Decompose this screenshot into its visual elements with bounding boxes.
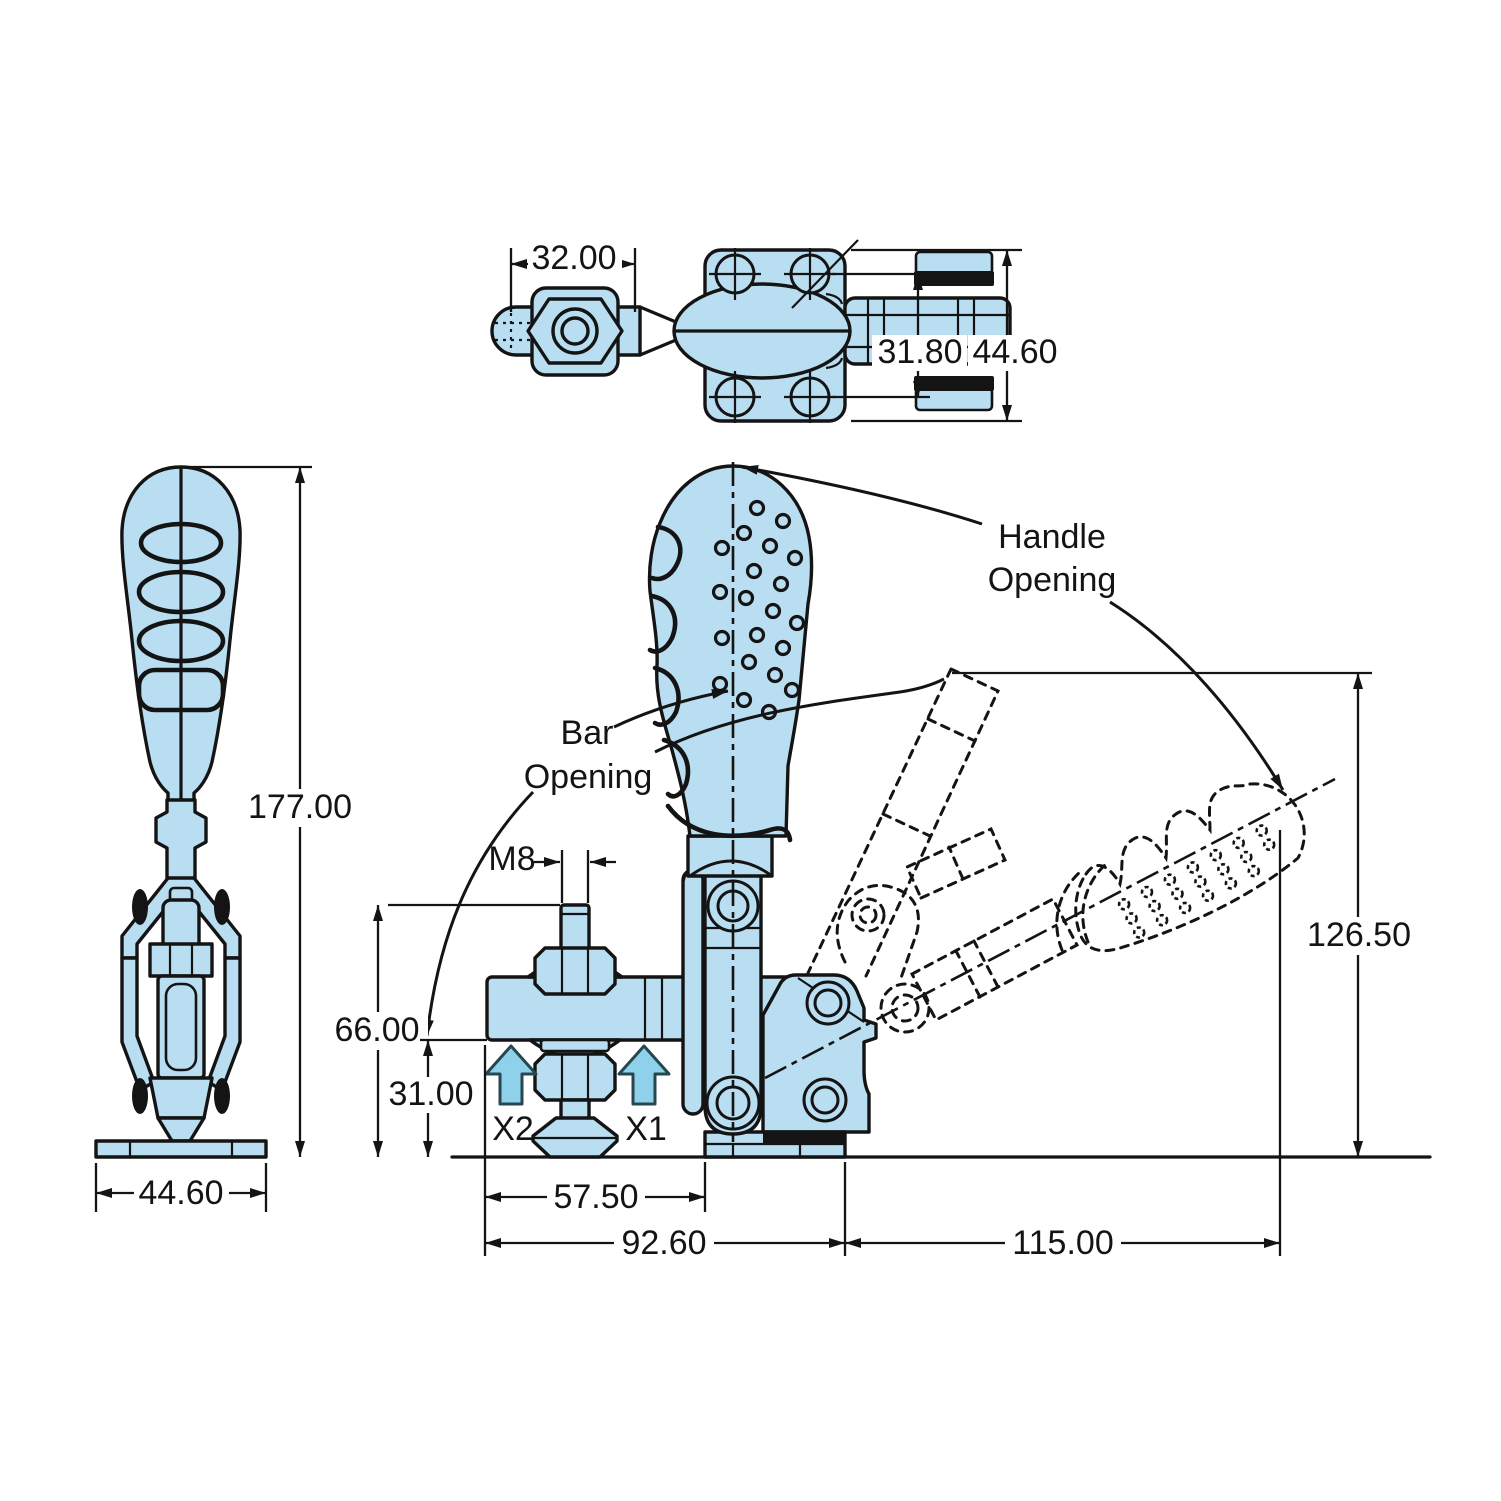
dim-label-4460-top: 44.60 xyxy=(972,333,1057,371)
dim-label-31: 31.00 xyxy=(388,1075,473,1113)
grip-texture-dots xyxy=(711,499,806,721)
front-handle xyxy=(647,464,814,878)
front-view: X2 X1 Bar Opening Handle Opening M8 xyxy=(328,462,1432,1262)
dim-label-66: 66.00 xyxy=(334,1011,419,1049)
dim-top-plate-height: 44.60 xyxy=(851,248,1063,423)
front-handle-grip xyxy=(647,464,814,838)
dim-label-12650: 126.50 xyxy=(1307,916,1411,954)
dim-label-m8: M8 xyxy=(488,840,535,878)
front-shank xyxy=(681,862,763,1136)
dim-side-base-width: 44.60 xyxy=(94,1163,268,1212)
open-handle-grip xyxy=(1074,782,1306,953)
position-arrows: X2 X1 xyxy=(484,1044,671,1148)
dim-bar-height: 31.00 xyxy=(382,1038,487,1157)
front-body xyxy=(703,973,878,1159)
dim-spindle-height: 66.00 xyxy=(328,903,560,1157)
dim-label-32: 32.00 xyxy=(531,239,616,277)
open-position-phantom xyxy=(764,667,1336,1080)
dim-label-3180: 31.80 xyxy=(877,333,962,371)
label-handle-opening-2: Opening xyxy=(988,561,1117,599)
top-mounting-holes xyxy=(709,248,836,423)
open-handle-axis xyxy=(764,777,1336,1080)
dim-label-5750: 57.50 xyxy=(553,1178,638,1216)
label-bar-opening-2: Opening xyxy=(524,758,653,796)
bar-opening-annotation: Bar Opening xyxy=(423,677,945,1037)
dim-side-total-height: 177.00 xyxy=(190,465,354,1157)
dim-top-hole-spacing: 31.80 xyxy=(832,272,967,399)
dim-top-bar-width: 32.00 xyxy=(509,239,637,312)
dim-label-9260: 92.60 xyxy=(621,1224,706,1262)
dim-label-4460-side: 44.60 xyxy=(138,1174,223,1212)
front-spindle xyxy=(526,903,624,1159)
dim-label-177: 177.00 xyxy=(248,788,352,826)
arrow-x1 xyxy=(617,1044,671,1106)
arrow-x2 xyxy=(484,1044,538,1106)
dim-thread: M8 xyxy=(488,840,616,903)
label-handle-opening-1: Handle xyxy=(998,518,1106,556)
open-grip-texture-dots xyxy=(1117,824,1276,939)
dim-bar-to-base: 57.50 xyxy=(483,1045,707,1256)
label-x1: X1 xyxy=(625,1110,667,1148)
dim-label-115: 115.00 xyxy=(1012,1224,1113,1262)
dim-open-height: 126.50 xyxy=(952,671,1418,1157)
side-grip-holes xyxy=(136,521,226,713)
top-view: 32.00 31.80 44.60 xyxy=(490,239,1063,423)
handle-opening-annotation: Handle Opening xyxy=(741,464,1285,791)
side-base-flange xyxy=(94,1139,268,1159)
label-x2: X2 xyxy=(492,1110,534,1148)
label-bar-opening-1: Bar xyxy=(561,714,614,752)
dim-open-handle-reach: 115.00 xyxy=(845,830,1282,1262)
dim-overall-depth: 92.60 xyxy=(485,1162,847,1262)
side-view: 177.00 44.60 xyxy=(94,465,354,1212)
